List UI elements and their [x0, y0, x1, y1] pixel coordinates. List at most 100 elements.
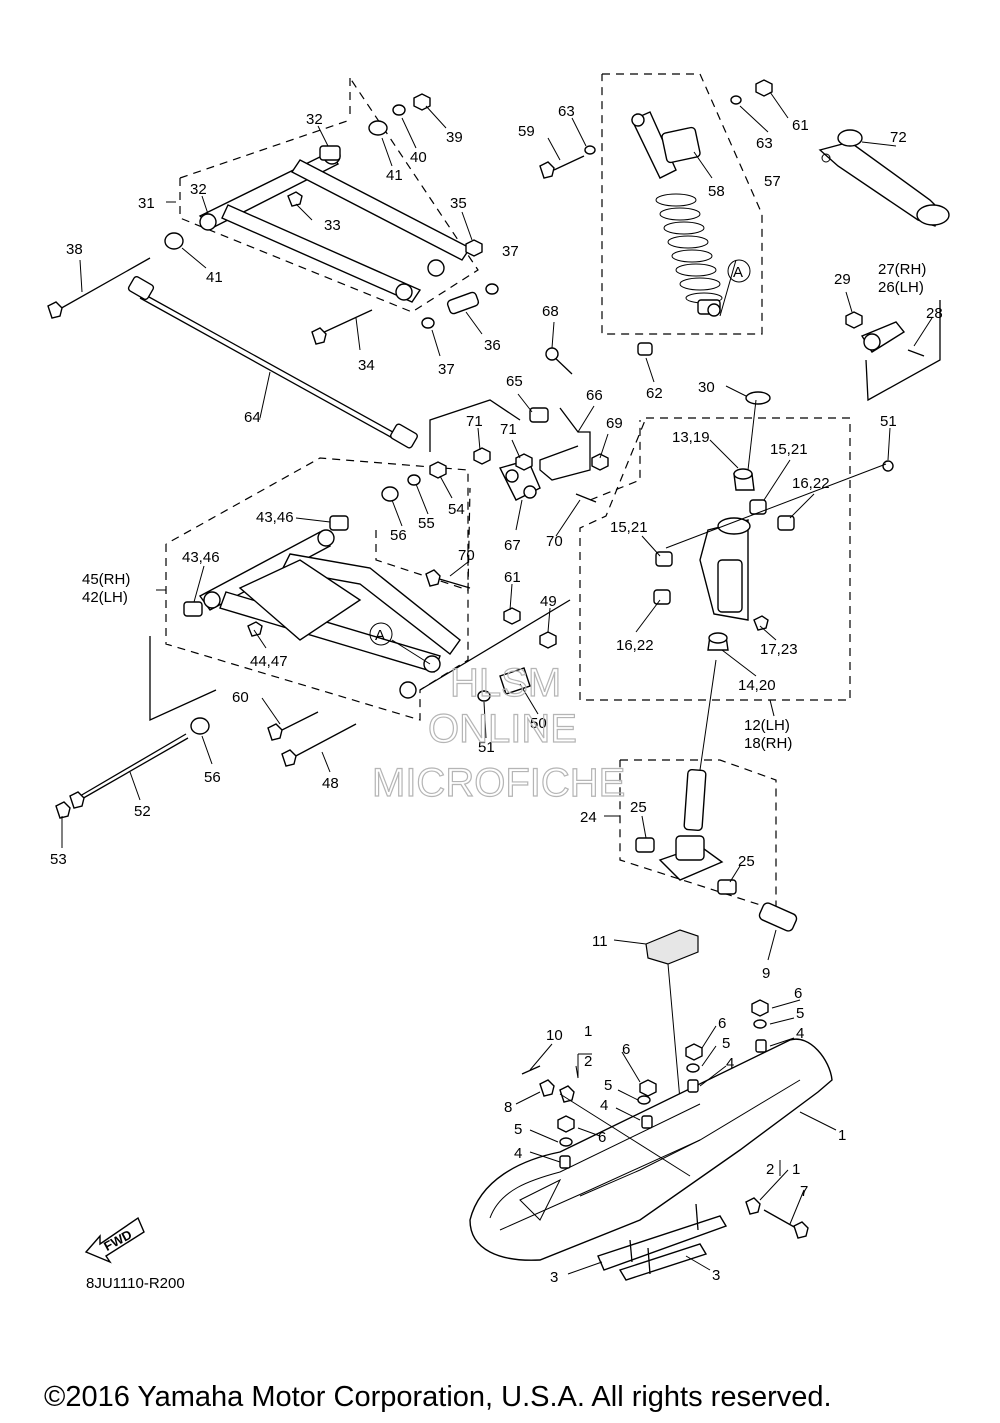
label-29: 29 [834, 271, 851, 288]
label-37-lower: 37 [438, 361, 455, 378]
callout-a-lower: A [375, 627, 385, 644]
label-33: 33 [324, 217, 341, 234]
label-15-21-left: 15,21 [610, 519, 648, 536]
label-40: 40 [410, 149, 427, 166]
callout-a-upper: A [733, 264, 743, 281]
shock-group [539, 73, 773, 356]
label-15-21-right: 15,21 [770, 441, 808, 458]
watermark-microfiche: MICROFICHE [372, 761, 625, 805]
part-labels: 31 32 32 33 34 35 36 37 37 38 39 40 41 4… [50, 103, 943, 1286]
label-2-top: 2 [584, 1053, 592, 1070]
upper-arm-dash-box [179, 77, 479, 313]
label-68: 68 [542, 303, 559, 320]
label-3-left: 3 [550, 1269, 558, 1286]
label-41-upper: 41 [386, 167, 403, 184]
spindle-24 [619, 659, 798, 932]
label-5-d: 5 [796, 1005, 804, 1022]
label-43-46-upper: 43,46 [256, 509, 294, 526]
tie-rod-64 [127, 275, 521, 452]
fwd-label: FWD [101, 1227, 134, 1254]
upper-arm-group [47, 77, 499, 345]
label-3-right: 3 [712, 1267, 720, 1284]
label-5-a: 5 [604, 1077, 612, 1094]
label-42lh: 42(LH) [82, 589, 128, 606]
label-16-22-right: 16,22 [792, 475, 830, 492]
label-28: 28 [926, 305, 943, 322]
label-7: 7 [800, 1183, 808, 1200]
label-63-left: 63 [558, 103, 575, 120]
label-37-upper: 37 [502, 243, 519, 260]
label-50: 50 [530, 715, 547, 732]
label-71-right: 71 [500, 421, 517, 438]
label-5-c: 5 [722, 1035, 730, 1052]
label-39: 39 [446, 129, 463, 146]
label-6-b: 6 [598, 1129, 606, 1146]
label-69: 69 [606, 415, 623, 432]
label-58: 58 [708, 183, 725, 200]
label-63-right: 63 [756, 135, 773, 152]
ski-assembly [469, 999, 833, 1281]
label-18rh: 18(RH) [744, 735, 792, 752]
label-10: 10 [546, 1027, 563, 1044]
label-72: 72 [890, 129, 907, 146]
label-8: 8 [504, 1099, 512, 1116]
label-55: 55 [418, 515, 435, 532]
label-13-19: 13,19 [672, 429, 710, 446]
label-1-top: 1 [584, 1023, 592, 1040]
label-25-left: 25 [630, 799, 647, 816]
label-34: 34 [358, 357, 375, 374]
label-56-lower: 56 [204, 769, 221, 786]
label-43-46-lower: 43,46 [182, 549, 220, 566]
watermark: HLSM ONLINE MICROFICHE [371, 660, 626, 805]
label-14-20: 14,20 [738, 677, 776, 694]
label-32-lower: 32 [190, 181, 207, 198]
callout-a-marks: A A [369, 259, 751, 665]
label-4-c: 4 [726, 1055, 734, 1072]
label-62: 62 [646, 385, 663, 402]
label-17-23: 17,23 [760, 641, 798, 658]
label-67: 67 [504, 537, 521, 554]
label-6-a: 6 [622, 1041, 630, 1058]
label-4-d: 4 [796, 1025, 804, 1042]
bumper-11 [645, 929, 699, 1101]
label-51-lower: 51 [478, 739, 495, 756]
label-71-left: 71 [466, 413, 483, 430]
label-53: 53 [50, 851, 67, 868]
label-36: 36 [484, 337, 501, 354]
label-38: 38 [66, 241, 83, 258]
leader-lines [61, 91, 933, 1275]
label-64: 64 [244, 409, 261, 426]
copyright-notice: ©2016 Yamaha Motor Corporation, U.S.A. A… [44, 1381, 832, 1413]
label-51-right: 51 [880, 413, 897, 430]
steering-arm-72 [818, 129, 950, 227]
label-45rh: 45(RH) [82, 571, 130, 588]
label-9: 9 [762, 965, 770, 982]
figure-code: 8JU1110-R200 [86, 1275, 185, 1292]
label-24: 24 [580, 809, 597, 826]
bracket-66 [473, 347, 641, 503]
label-6-d: 6 [794, 985, 802, 1002]
label-48: 48 [322, 775, 339, 792]
label-1-right-b: 1 [792, 1161, 800, 1178]
label-5-b: 5 [514, 1121, 522, 1138]
watermark-hlsm: HLSM [450, 661, 561, 705]
label-16-22-left: 16,22 [616, 637, 654, 654]
label-59: 59 [518, 123, 535, 140]
label-65: 65 [506, 373, 523, 390]
label-57: 57 [764, 173, 781, 190]
label-70-upper: 70 [546, 533, 563, 550]
watermark-online: ONLINE [428, 707, 577, 751]
label-25-right: 25 [738, 853, 755, 870]
label-4-b: 4 [514, 1145, 522, 1162]
label-26lh: 26(LH) [878, 279, 924, 296]
label-44-47: 44,47 [250, 653, 288, 670]
lower-arm-group [55, 457, 571, 819]
label-27rh: 27(RH) [878, 261, 926, 278]
label-54: 54 [448, 501, 465, 518]
label-4-a: 4 [600, 1097, 608, 1114]
label-11: 11 [592, 933, 608, 950]
label-61-lower: 61 [504, 569, 521, 586]
label-30: 30 [698, 379, 715, 396]
label-61-upper: 61 [792, 117, 809, 134]
